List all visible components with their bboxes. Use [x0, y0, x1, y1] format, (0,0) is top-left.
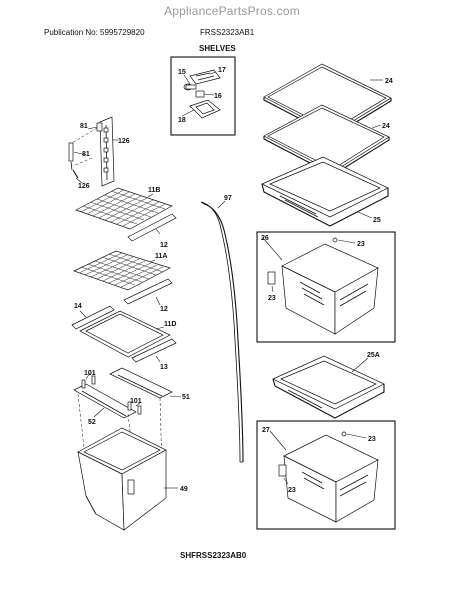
callout-17: 17: [218, 67, 226, 74]
callout-12-lower: 12: [160, 306, 168, 313]
part-27-crisper-drawer[interactable]: [283, 434, 379, 523]
part-11b-wire-shelf[interactable]: [75, 187, 173, 230]
callout-11d: 11D: [164, 321, 176, 328]
callout-27: 27: [262, 427, 270, 434]
callout-126-lower: 126: [78, 183, 90, 190]
part-101-clip-left[interactable]: [81, 375, 96, 389]
callout-101-right: 101: [130, 398, 142, 405]
part-25-crisper-cover[interactable]: [261, 156, 389, 227]
part-23-slide-right-lower[interactable]: [341, 431, 347, 437]
part-12-trim-lower[interactable]: [123, 278, 173, 305]
part-18-cover[interactable]: [189, 99, 221, 119]
callout-49: 49: [180, 486, 188, 493]
callout-23-lower-left: 23: [288, 487, 296, 494]
callout-51: 51: [182, 394, 190, 401]
diagram-code: SHFRSS2323AB0: [180, 551, 247, 560]
part-23-slide-right[interactable]: [332, 237, 338, 243]
callout-81-lower: 81: [82, 151, 90, 158]
callout-126-upper: 126: [118, 138, 130, 145]
part-26-crisper-drawer[interactable]: [281, 243, 379, 335]
callout-12-upper: 12: [160, 242, 168, 249]
watermark: AppliancePartsPros.com: [164, 4, 300, 18]
part-11a-wire-shelf[interactable]: [73, 250, 171, 291]
callout-26: 26: [261, 235, 269, 242]
callout-25: 25: [373, 217, 381, 224]
assembly-26-crisper-drawer: 26 23 23: [256, 231, 396, 343]
part-23-slide-left-lower[interactable]: [278, 464, 287, 477]
callout-16: 16: [214, 93, 222, 100]
callout-52: 52: [88, 419, 96, 426]
callout-23-upper-right: 23: [357, 241, 365, 248]
callout-101-left: 101: [84, 370, 96, 377]
callout-23-lower-right: 23: [368, 436, 376, 443]
part-51-pan-slide[interactable]: [109, 367, 173, 399]
callout-18: 18: [178, 117, 186, 124]
part-24-shelf-lower[interactable]: [263, 104, 390, 176]
part-23-slide-left[interactable]: [267, 271, 276, 285]
part-14-front-trim[interactable]: [71, 305, 115, 330]
callout-15: 15: [178, 69, 186, 76]
callout-23-upper-left: 23: [268, 295, 276, 302]
callout-81-upper: 81: [80, 123, 88, 130]
callout-11b: 11B: [148, 187, 160, 194]
part-11d-glass-shelf[interactable]: [79, 310, 171, 358]
part-49-pan[interactable]: [77, 427, 167, 531]
part-126-rail-lower[interactable]: [72, 169, 79, 179]
part-17-bracket[interactable]: [189, 69, 221, 85]
part-97-tube[interactable]: [200, 201, 244, 463]
callout-25a: 25A: [367, 352, 380, 359]
callout-24-upper: 24: [385, 78, 393, 85]
part-13-rear-trim[interactable]: [131, 338, 177, 363]
part-81-clip-upper[interactable]: [96, 122, 103, 132]
part-81-clip-lower[interactable]: [68, 142, 74, 171]
callout-97: 97: [224, 195, 232, 202]
model-number: FRSS2323AB1: [200, 28, 255, 37]
part-15-roller[interactable]: [183, 83, 197, 91]
callout-14: 14: [74, 303, 82, 310]
part-16-clip[interactable]: [195, 90, 205, 98]
callout-24-lower: 24: [382, 123, 390, 130]
publication-number: Publication No: 5995729820: [44, 28, 145, 37]
part-25a-crisper-cover[interactable]: [272, 355, 385, 419]
inset-box-15-18: 15 17 16 18: [170, 56, 236, 136]
part-126-rail-upper[interactable]: [99, 116, 115, 187]
callout-13: 13: [160, 364, 168, 371]
part-101-clip-right[interactable]: [127, 401, 142, 415]
section-title: SHELVES: [199, 44, 236, 53]
assembly-27-crisper-drawer: 27 23 23: [256, 420, 396, 530]
part-12-trim-upper[interactable]: [127, 213, 177, 242]
part-52-pan-slide[interactable]: [73, 383, 137, 419]
callout-11a: 11A: [155, 253, 167, 260]
